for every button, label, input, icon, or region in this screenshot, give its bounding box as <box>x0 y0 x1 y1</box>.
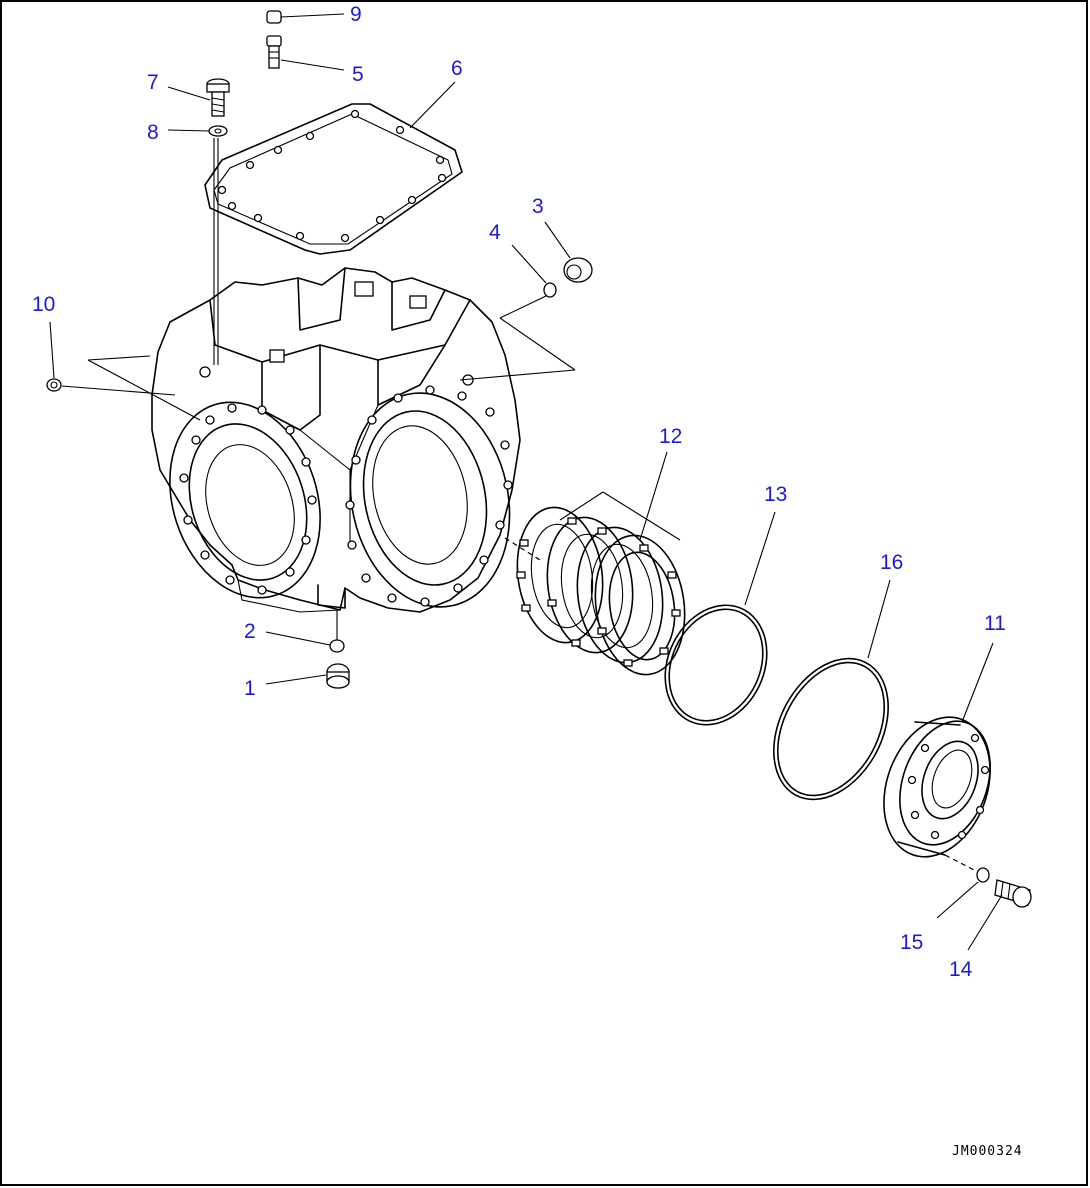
o-ring-part-4 <box>543 282 557 298</box>
breather-part-5 <box>266 35 282 69</box>
callout-14: 14 <box>949 958 973 981</box>
piston-cover-part-11 <box>883 716 991 858</box>
plug-part-9 <box>266 10 282 24</box>
o-ring-part-2 <box>329 639 345 653</box>
brake-plates-part-12 <box>516 491 686 676</box>
callout-10: 10 <box>32 293 55 316</box>
callout-13: 13 <box>764 483 787 506</box>
callout-12: 12 <box>659 425 682 448</box>
callout-4: 4 <box>489 221 501 244</box>
cover-bolt-holes <box>217 109 447 243</box>
plate-teeth <box>516 517 681 667</box>
cover-holes <box>907 733 990 840</box>
leader-lines <box>49 13 1003 951</box>
bolt-part-14 <box>994 879 1032 908</box>
callout-2: 2 <box>244 620 256 643</box>
plug-part-1 <box>326 663 350 689</box>
callout-16: 16 <box>880 551 903 574</box>
left-flange-bolt-holes <box>179 403 317 595</box>
callout-6: 6 <box>451 57 463 80</box>
seal-ring-part-13 <box>664 604 768 726</box>
plug-part-3 <box>563 257 593 283</box>
callout-5: 5 <box>352 63 364 86</box>
bolt-part-7 <box>206 78 230 117</box>
seal-ring-part-16 <box>773 657 889 801</box>
callout-labels: 1 2 3 4 5 6 7 8 9 10 11 12 13 14 15 16 <box>32 3 1006 981</box>
drawing-id: JM000324 <box>952 1144 1023 1159</box>
callout-7: 7 <box>147 71 159 94</box>
callout-1: 1 <box>244 677 256 700</box>
top-cover-plate <box>204 103 463 255</box>
callout-15: 15 <box>900 931 923 954</box>
callout-8: 8 <box>147 121 159 144</box>
right-flange-bolt-holes <box>345 385 513 607</box>
bolt-part-10 <box>46 378 62 392</box>
callout-3: 3 <box>532 195 544 218</box>
axle-housing <box>151 267 521 613</box>
washer-part-8 <box>208 125 228 137</box>
callout-9: 9 <box>350 3 362 26</box>
callout-11: 11 <box>984 612 1006 635</box>
washer-part-15 <box>976 867 990 883</box>
